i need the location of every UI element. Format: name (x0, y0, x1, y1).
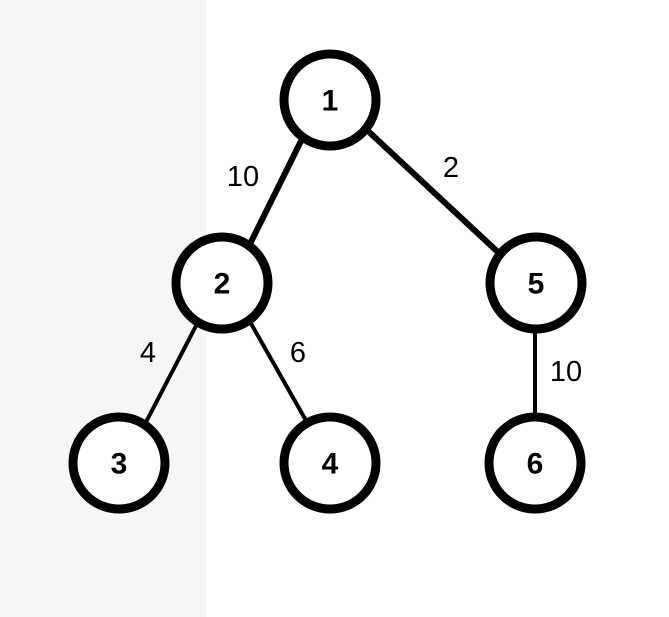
node-circle-5[interactable] (485, 232, 587, 334)
edge-weight-label-group: 10 2 4 6 10 (140, 152, 582, 388)
node-2[interactable]: 2 (171, 232, 273, 334)
node-circle-6[interactable] (484, 412, 586, 514)
node-1[interactable]: 1 (279, 49, 381, 151)
edge-group (143, 128, 537, 425)
node-4[interactable]: 4 (279, 412, 381, 514)
edge-weight-1-5: 2 (443, 152, 459, 184)
edge-weight-2-3: 4 (140, 337, 156, 369)
edge-1-2 (246, 135, 306, 248)
edge-weight-5-6: 10 (550, 356, 582, 388)
edge-2-3 (143, 321, 200, 425)
node-group: 1 2 3 4 5 6 (68, 49, 587, 514)
node-label-2: 2 (214, 268, 231, 301)
background-left-panel (0, 0, 206, 617)
node-label-4: 4 (322, 448, 339, 481)
node-label-6: 6 (527, 448, 544, 481)
node-label-1: 1 (322, 85, 339, 118)
node-circle-1[interactable] (279, 49, 381, 151)
edge-weight-2-4: 6 (290, 337, 306, 369)
edge-1-5 (365, 128, 504, 258)
node-3[interactable]: 3 (68, 412, 170, 514)
node-5[interactable]: 5 (485, 232, 587, 334)
node-circle-3[interactable] (68, 412, 170, 514)
edge-weight-1-2: 10 (227, 161, 259, 193)
node-6[interactable]: 6 (484, 412, 586, 514)
node-label-3: 3 (111, 448, 128, 481)
node-circle-4[interactable] (279, 412, 381, 514)
edge-2-4 (247, 319, 310, 425)
node-label-5: 5 (528, 268, 545, 301)
node-circle-2[interactable] (171, 232, 273, 334)
